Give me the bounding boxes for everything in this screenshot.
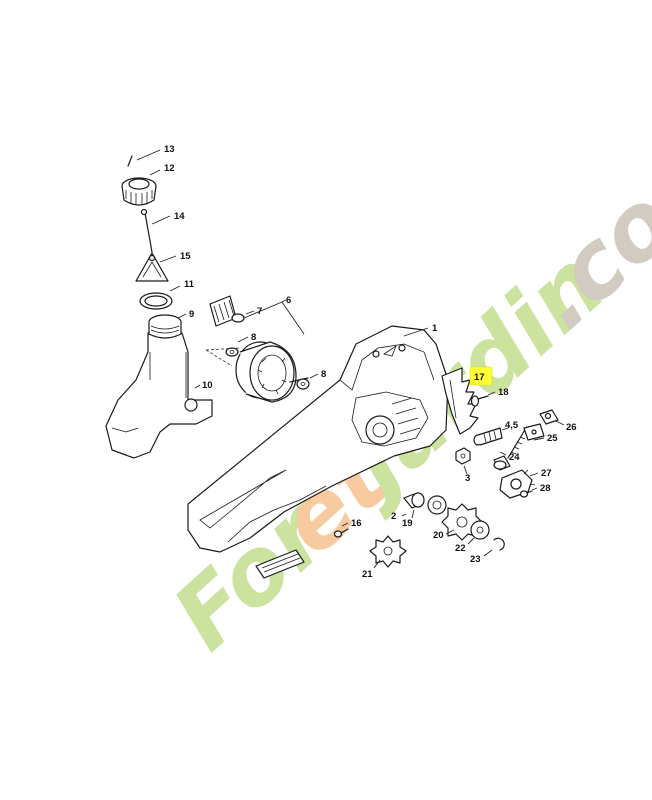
part-number-3: 3 [465, 473, 470, 484]
part-25-slide[interactable] [523, 423, 545, 441]
part-24-adjuster[interactable] [493, 427, 527, 471]
label-plate [255, 549, 305, 579]
part-number-22: 22 [455, 543, 466, 554]
part-18-screw[interactable] [470, 395, 489, 407]
part-number-10: 10 [202, 380, 213, 391]
part-number-25: 25 [547, 433, 558, 444]
part-number-21: 21 [362, 569, 373, 580]
part-number-19: 19 [402, 518, 413, 529]
part-13-pin[interactable] [127, 155, 133, 167]
part-number-9: 9 [189, 309, 194, 320]
part-17-highlight [469, 366, 493, 386]
part-number-13: 13 [164, 144, 175, 155]
part-number-2: 2 [391, 511, 396, 522]
part-23-clip[interactable] [493, 537, 505, 551]
part-number-11: 11 [184, 279, 195, 290]
part-number-16: 16 [351, 518, 362, 529]
part-number-8-upper: 8 [251, 332, 256, 343]
part-number-28: 28 [540, 483, 551, 494]
part-8-washer-lower[interactable] [296, 378, 310, 390]
part-7-pinion[interactable] [209, 295, 245, 327]
part-11-seal[interactable] [139, 292, 173, 310]
part-number-26: 26 [566, 422, 577, 433]
part-9-tank[interactable] [105, 314, 213, 459]
part-number-12: 12 [164, 163, 175, 174]
part-27-gear[interactable] [499, 469, 536, 499]
part-number-18: 18 [498, 387, 509, 398]
part-14-strap[interactable] [140, 208, 153, 253]
part-8-washer-upper[interactable] [225, 347, 239, 357]
part-21-rim-sprocket[interactable] [369, 535, 407, 568]
part-15-retainer[interactable] [135, 252, 169, 282]
part-1-housing[interactable] [187, 325, 449, 553]
part-19-bushing[interactable] [403, 492, 425, 509]
part-number-15: 15 [180, 251, 191, 262]
part-16-screw[interactable] [333, 528, 349, 538]
part-4-5-pin[interactable] [473, 427, 503, 446]
part-number-24: 24 [509, 452, 520, 463]
part-number-8-lower: 8 [321, 369, 326, 380]
part-3-nut[interactable] [455, 447, 471, 465]
part-number-17: 17 [474, 372, 485, 383]
part-number-14: 14 [174, 211, 185, 222]
part-26-plate[interactable] [539, 409, 559, 425]
part-number-27: 27 [541, 468, 552, 479]
part-number-6: 6 [286, 295, 291, 306]
clutch-drum[interactable] [235, 341, 309, 403]
part-number-1: 1 [432, 323, 438, 334]
part-22-washer[interactable] [470, 520, 490, 540]
part-28-screw[interactable] [519, 490, 533, 498]
part-number-23: 23 [470, 554, 481, 565]
part-number-20: 20 [433, 530, 444, 541]
part-2-spacer[interactable] [427, 495, 447, 515]
part-number-4-5: 4,5 [505, 420, 519, 431]
part-12-cap[interactable] [121, 177, 157, 206]
